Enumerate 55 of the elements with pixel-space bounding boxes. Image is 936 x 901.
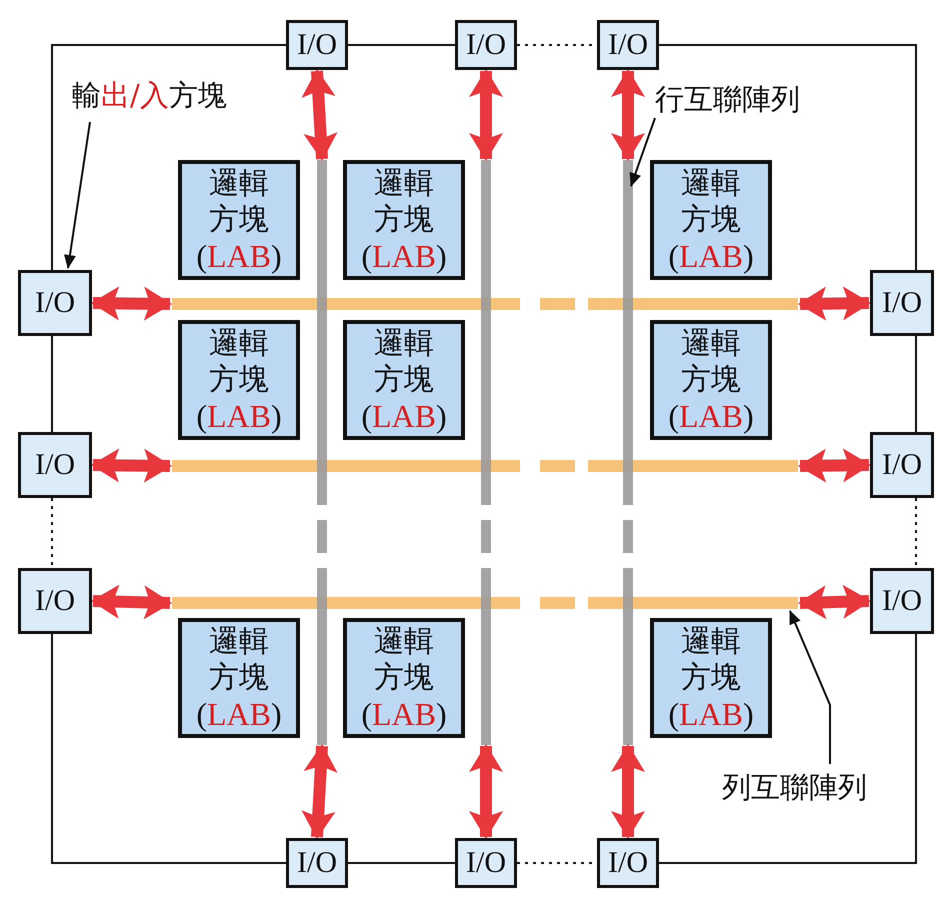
io-block: I/O	[18, 432, 92, 498]
double-arrow	[469, 744, 503, 839]
connector-line	[915, 336, 917, 432]
io-block: I/O	[870, 270, 934, 336]
row-interconnect-bar	[172, 298, 798, 310]
leader-line	[789, 610, 831, 764]
double-arrow	[91, 584, 172, 620]
double-arrow	[611, 69, 645, 161]
logic-block: 邏輯方塊 (LAB)	[178, 618, 300, 738]
double-arrow	[611, 744, 645, 839]
double-arrow	[798, 286, 871, 321]
logic-block: 邏輯方塊 (LAB)	[650, 160, 772, 280]
io-block: I/O	[455, 838, 517, 888]
double-arrow	[301, 744, 338, 839]
column-interconnect-bar	[623, 160, 633, 745]
double-arrow	[798, 448, 871, 483]
connector-line	[51, 336, 53, 432]
column-interconnect-bar	[317, 160, 327, 745]
io-block: I/O	[597, 838, 659, 888]
double-arrow	[302, 69, 338, 161]
connector-line	[51, 634, 286, 864]
connector-line	[51, 498, 53, 568]
io-block: I/O	[870, 568, 934, 634]
logic-block: 邏輯方塊 (LAB)	[343, 160, 465, 280]
connector-line	[51, 44, 286, 270]
row-interconnect-bar	[172, 460, 798, 472]
logic-block: 邏輯方塊 (LAB)	[178, 160, 300, 280]
logic-block: 邏輯方塊 (LAB)	[650, 618, 772, 738]
column-interconnect-bar	[481, 160, 491, 745]
callout-label: 行互聯陣列	[655, 80, 800, 120]
connector-line	[659, 44, 917, 270]
io-block: I/O	[18, 270, 92, 336]
connector-line	[659, 634, 917, 864]
io-block: I/O	[18, 568, 92, 634]
logic-block: 邏輯方塊 (LAB)	[343, 320, 465, 440]
double-arrow	[469, 69, 503, 161]
double-arrow	[91, 286, 172, 321]
logic-block: 邏輯方塊 (LAB)	[178, 320, 300, 440]
connector-line	[915, 498, 917, 568]
row-interconnect-bar	[172, 597, 798, 609]
connector-line	[348, 862, 455, 864]
io-block: I/O	[286, 838, 348, 888]
callout-label: 輸出/入方塊	[72, 76, 227, 116]
io-block: I/O	[597, 20, 659, 70]
logic-block: 邏輯方塊 (LAB)	[650, 320, 772, 440]
io-block: I/O	[870, 432, 934, 498]
double-arrow	[91, 448, 172, 483]
io-block: I/O	[455, 20, 517, 70]
logic-block: 邏輯方塊 (LAB)	[343, 618, 465, 738]
leader-line	[64, 122, 91, 269]
connector-line	[348, 44, 455, 46]
double-arrow	[798, 584, 871, 620]
callout-label: 列互聯陣列	[722, 768, 867, 808]
io-block: I/O	[286, 20, 348, 70]
leader-line	[630, 118, 656, 187]
